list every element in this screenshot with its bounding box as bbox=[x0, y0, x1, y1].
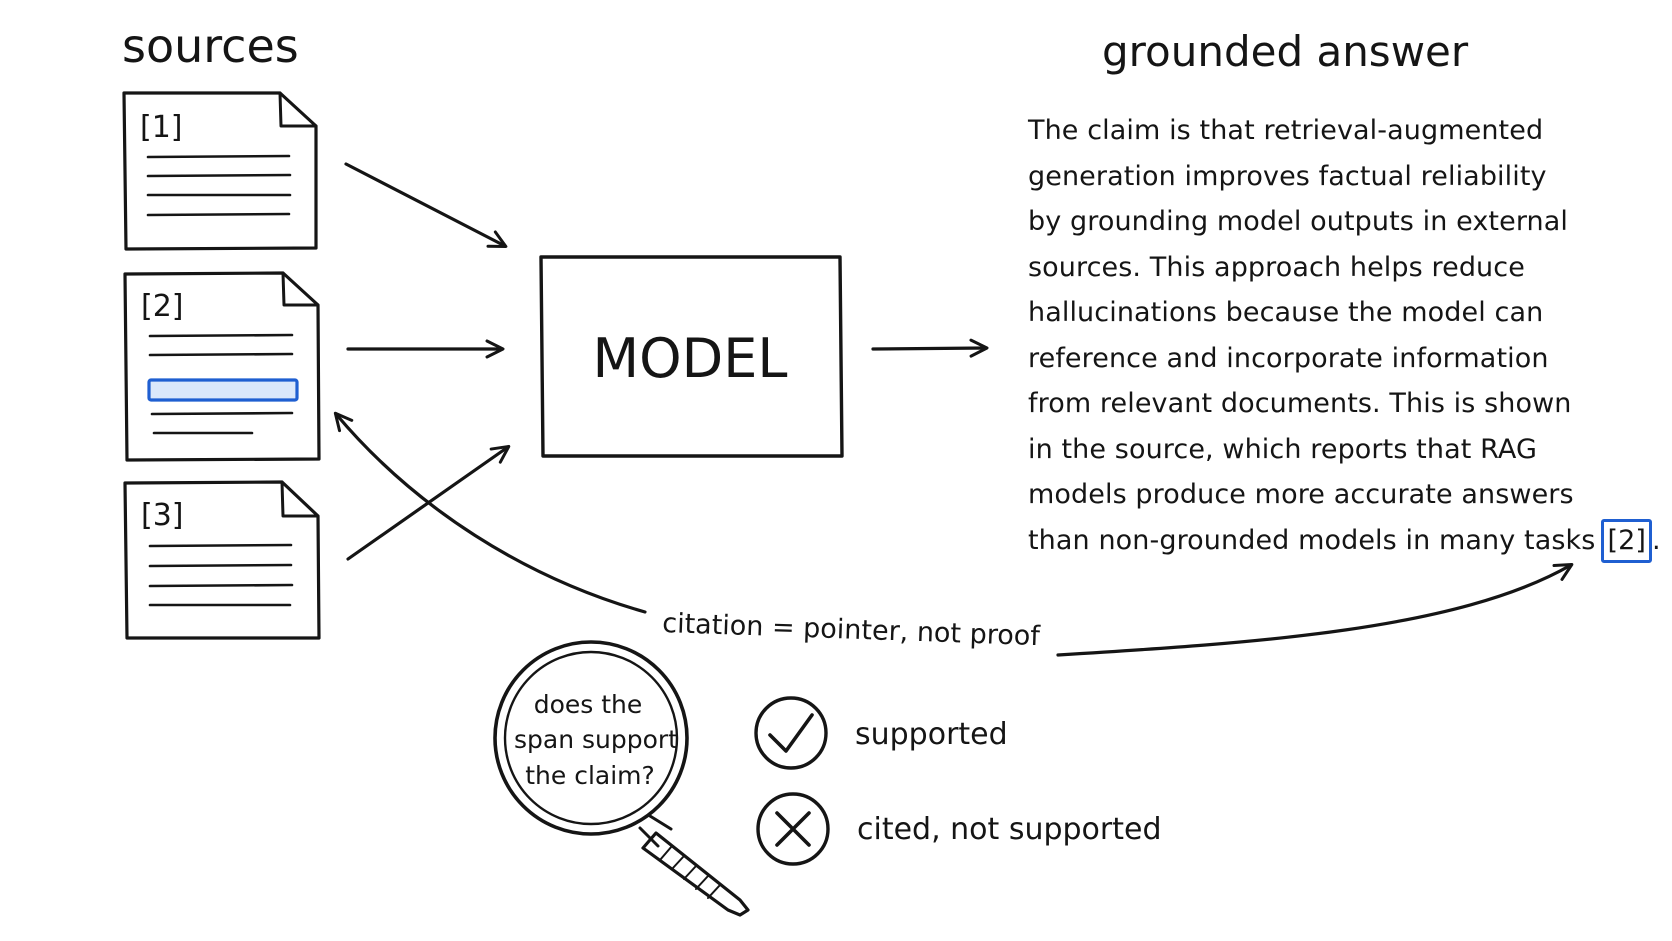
source-label-1: [1] bbox=[140, 110, 183, 145]
answer-line: reference and incorporate information bbox=[1028, 342, 1549, 374]
model-box: MODEL bbox=[539, 255, 844, 458]
answer-end-punctuation: . bbox=[1651, 524, 1661, 556]
document-icon bbox=[123, 271, 321, 462]
magnifier-text-line-1: does the bbox=[534, 690, 643, 719]
arrow-source1-to-model bbox=[344, 162, 508, 248]
answer-line: by grounding model outputs in external bbox=[1028, 206, 1569, 237]
document-icon bbox=[123, 480, 321, 640]
sources-heading: sources bbox=[122, 19, 299, 73]
answer-line: hallucinations because the model can bbox=[1028, 297, 1544, 328]
answer-line: sources. This approach helps reduce bbox=[1028, 251, 1525, 283]
citation-marker[interactable]: [2] bbox=[1601, 518, 1652, 563]
magnifying-glass-icon bbox=[493, 640, 750, 917]
answer-line: from relevant documents. This is shown bbox=[1028, 388, 1572, 419]
source-document-2: [2] bbox=[123, 271, 321, 462]
source-document-3: [3] bbox=[123, 480, 321, 640]
answer-last-line: than non-grounded models in many tasks[2… bbox=[1028, 518, 1661, 564]
source-document-1: [1] bbox=[122, 91, 318, 251]
source-label-2: [2] bbox=[141, 289, 184, 324]
arrow-model-to-answer bbox=[871, 338, 989, 358]
magnifier-text-line-2: span support bbox=[514, 725, 678, 754]
document-icon bbox=[122, 91, 318, 251]
answer-line: models produce more accurate answers bbox=[1028, 479, 1574, 510]
source-label-3: [3] bbox=[141, 498, 184, 533]
citation-arrow-to-marker bbox=[1056, 563, 1574, 657]
model-label: MODEL bbox=[593, 327, 788, 390]
check-circle-icon bbox=[754, 696, 828, 770]
answer-heading: grounded answer bbox=[1102, 27, 1469, 76]
answer-line: The claim is that retrieval-augmented bbox=[1028, 115, 1544, 146]
answer-line: in the source, which reports that RAG bbox=[1028, 433, 1537, 465]
citation-note: citation = pointer, not proof bbox=[662, 608, 1042, 652]
highlighted-span bbox=[147, 378, 299, 402]
legend-supported: supported bbox=[855, 717, 1008, 752]
answer-line: generation improves factual reliability bbox=[1028, 160, 1547, 192]
magnifier-text-line-3: the claim? bbox=[525, 761, 655, 790]
answer-line-text: than non-grounded models in many tasks bbox=[1028, 524, 1596, 556]
legend-not-supported: cited, not supported bbox=[857, 812, 1162, 847]
citation-arrow-to-source bbox=[333, 411, 647, 614]
x-circle-icon bbox=[756, 792, 830, 866]
grounded-answer-paragraph: The claim is that retrieval-augmented ge… bbox=[1028, 108, 1661, 564]
